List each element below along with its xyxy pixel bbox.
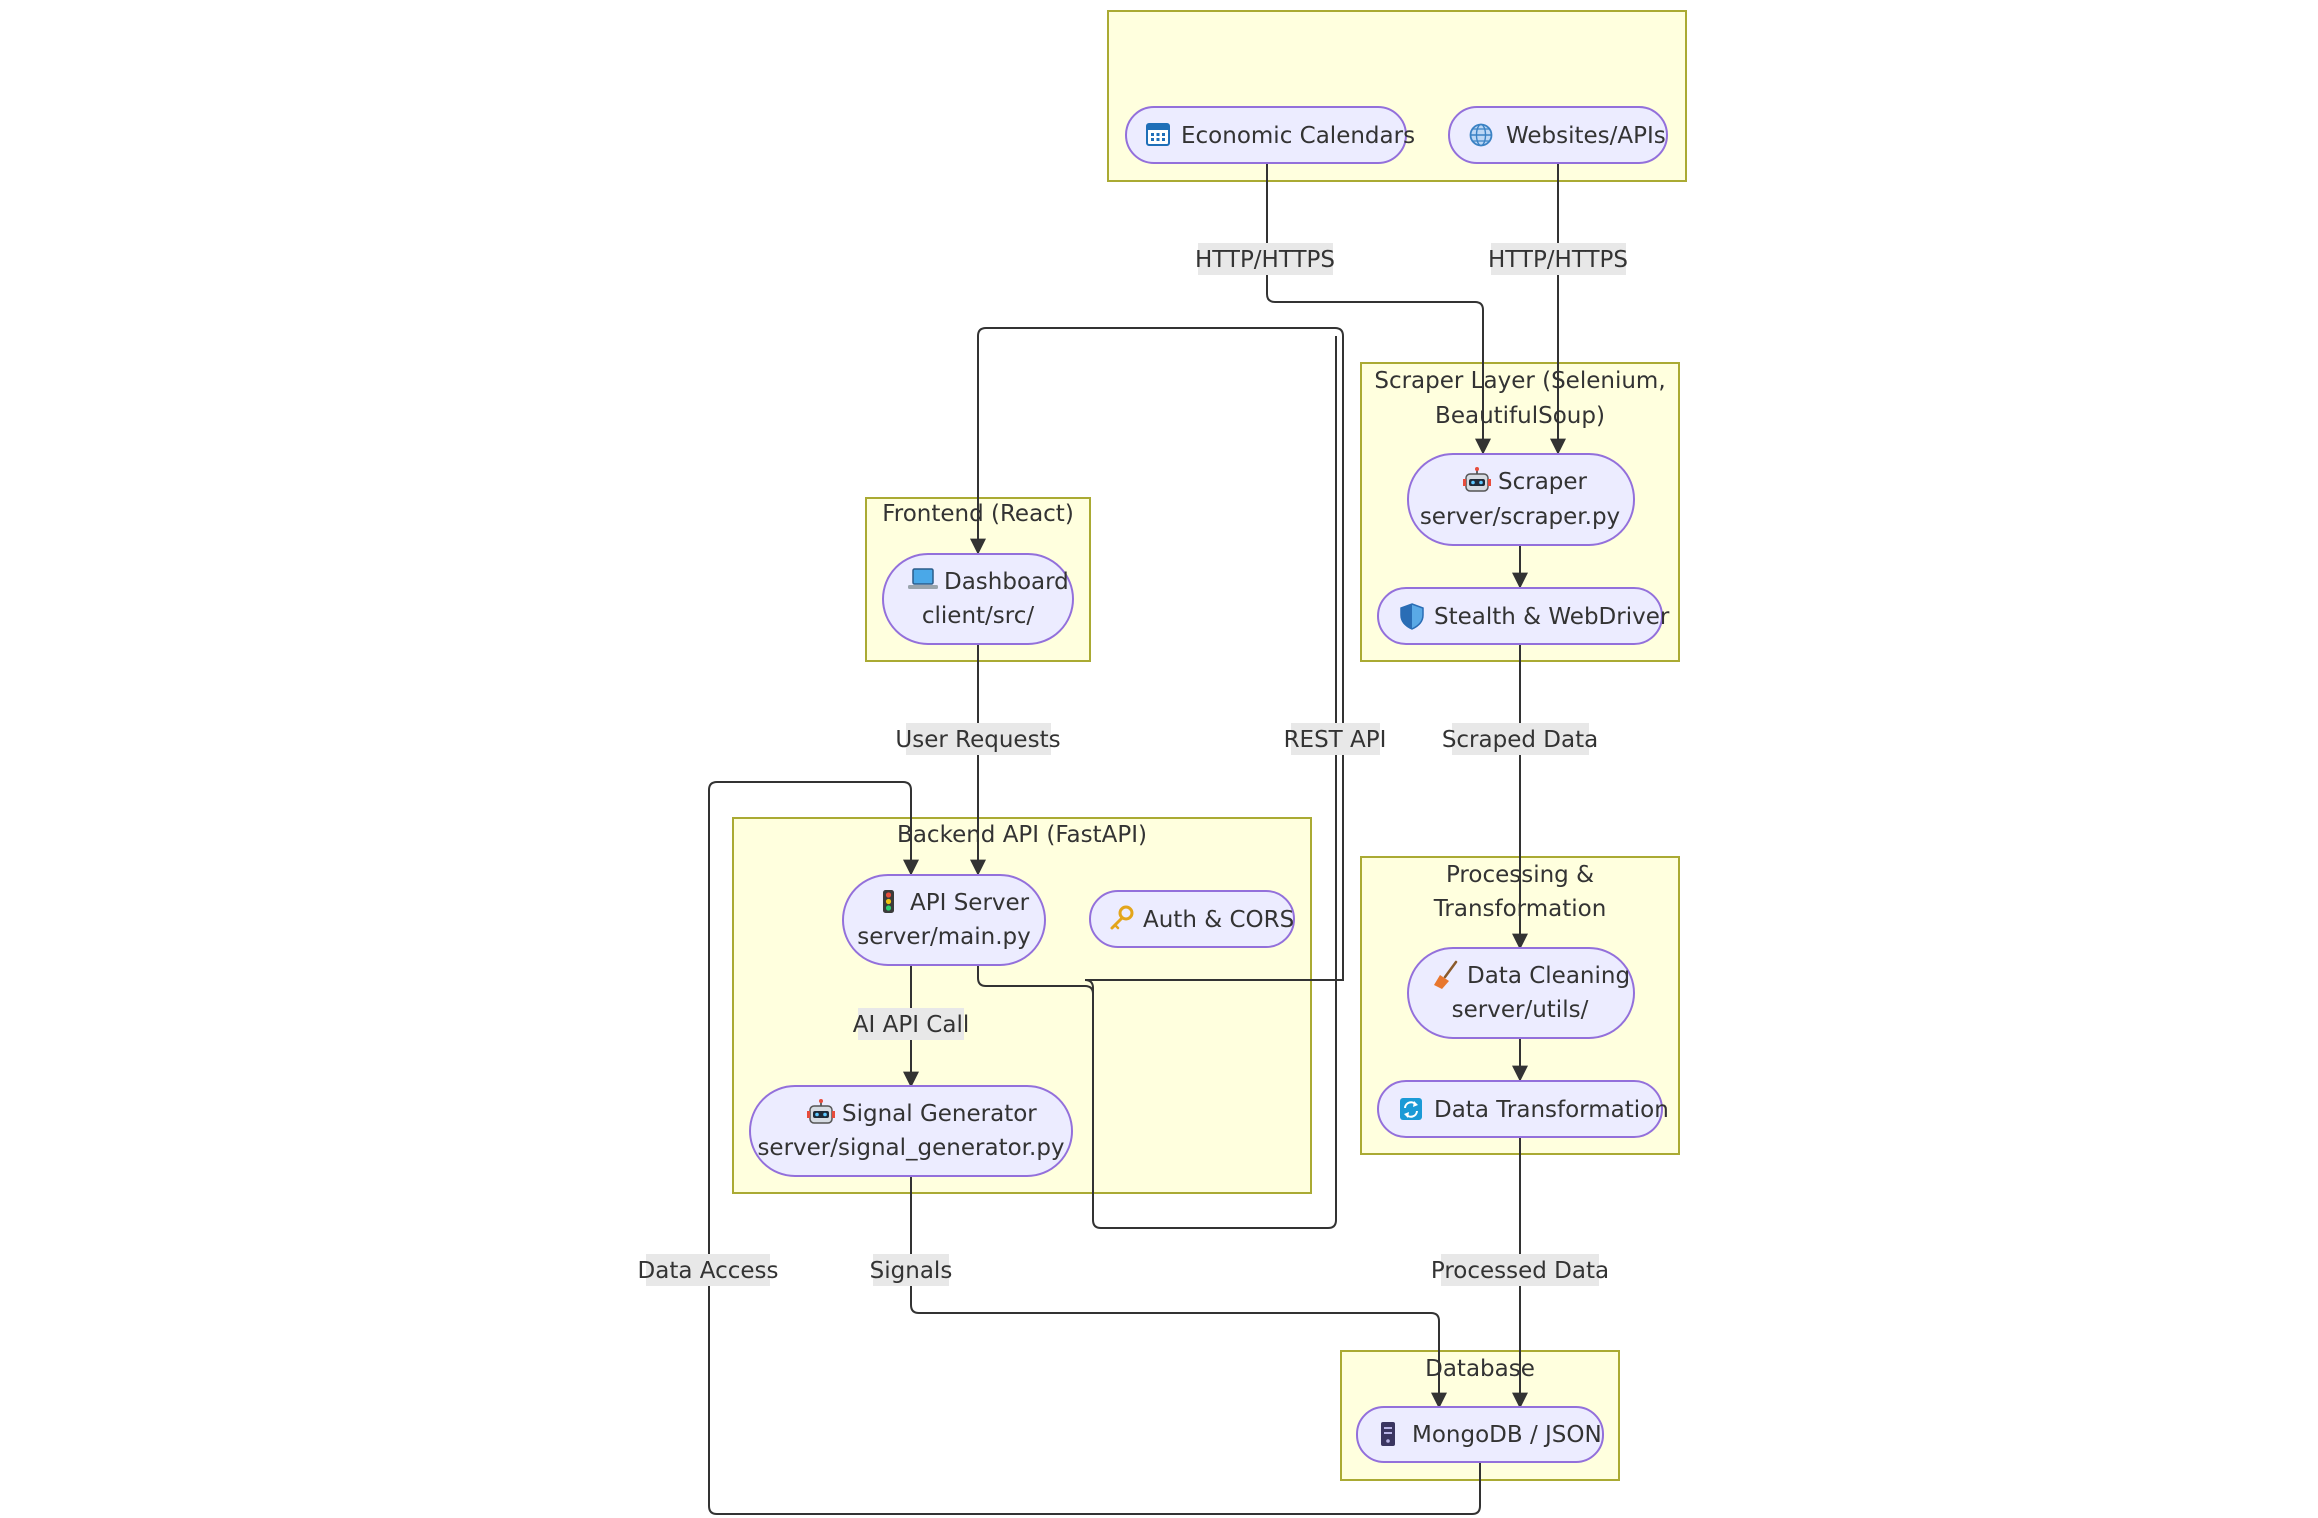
robot-icon	[807, 1099, 835, 1124]
group-scraper-title-line2: BeautifulSoup)	[1435, 403, 1605, 429]
svg-text:User Requests: User Requests	[895, 727, 1060, 753]
node-api-server-label: API Server	[910, 890, 1030, 916]
globe-icon	[1469, 123, 1493, 147]
node-stealth-webdriver-label: Stealth & WebDriver	[1434, 604, 1670, 630]
node-data-cleaning-label: Data Cleaning	[1467, 963, 1630, 989]
svg-text:Data Access: Data Access	[638, 1258, 779, 1284]
node-dashboard-path: client/src/	[922, 603, 1034, 629]
edge-label-user-requests: User Requests	[895, 723, 1061, 755]
edge-label-signals: Signals	[870, 1254, 953, 1286]
svg-text:Signals: Signals	[870, 1258, 953, 1284]
node-scraper: Scraper server/scraper.py	[1407, 453, 1635, 546]
robot-icon	[1463, 467, 1491, 492]
node-signal-generator: Signal Generator server/signal_generator…	[749, 1085, 1073, 1177]
svg-text:HTTP/HTTPS: HTTP/HTTPS	[1488, 247, 1628, 273]
key-icon	[1110, 905, 1134, 930]
svg-text:REST API: REST API	[1284, 727, 1387, 753]
node-stealth-webdriver: Stealth & WebDriver	[1377, 587, 1670, 645]
node-scraper-label: Scraper	[1498, 469, 1588, 495]
server-icon	[1381, 1422, 1395, 1446]
svg-text:AI API Call: AI API Call	[853, 1012, 969, 1038]
shield-icon	[1400, 603, 1424, 630]
node-data-cleaning-path: server/utils/	[1452, 997, 1589, 1023]
svg-text:Processed Data: Processed Data	[1431, 1258, 1609, 1284]
group-backend-title: Backend API (FastAPI)	[897, 822, 1147, 848]
svg-text:HTTP/HTTPS: HTTP/HTTPS	[1195, 247, 1335, 273]
node-dashboard: Dashboard client/src/	[882, 553, 1074, 645]
edge-signal-to-db	[910, 1176, 1447, 1409]
edge-calendars-to-scraper	[1266, 164, 1491, 455]
edge-rest-api-backbone	[977, 336, 1337, 1229]
svg-text:Scraped Data: Scraped Data	[1442, 727, 1598, 753]
node-data-cleaning: Data Cleaning server/utils/	[1407, 947, 1635, 1039]
node-data-transformation-label: Data Transformation	[1434, 1097, 1669, 1123]
laptop-icon	[908, 568, 938, 589]
traffic-light-icon	[883, 890, 894, 913]
node-api-server-path: server/main.py	[857, 924, 1031, 950]
edge-db-to-api-data-access	[708, 781, 1481, 1515]
node-api-server: API Server server/main.py	[842, 874, 1046, 966]
node-economic-calendars-label: Economic Calendars	[1181, 123, 1415, 149]
node-websites-apis-label: Websites/APIs	[1506, 123, 1666, 149]
node-mongodb-json: MongoDB / JSON	[1356, 1406, 1604, 1463]
group-scraper-title-line1: Scraper Layer (Selenium,	[1374, 368, 1665, 394]
node-signal-generator-path: server/signal_generator.py	[757, 1135, 1064, 1161]
node-auth-cors-label: Auth & CORS	[1143, 907, 1294, 933]
edge-label-data-access: Data Access	[638, 1254, 779, 1286]
node-signal-generator-label: Signal Generator	[842, 1101, 1037, 1127]
edge-label-http-1: HTTP/HTTPS	[1195, 243, 1335, 275]
edge-label-processed-data: Processed Data	[1431, 1254, 1609, 1286]
edges	[708, 164, 1566, 1515]
node-data-transformation: Data Transformation	[1377, 1080, 1669, 1138]
node-dashboard-label: Dashboard	[944, 569, 1069, 595]
node-economic-calendars: Economic Calendars	[1125, 106, 1415, 164]
edge-label-http-2: HTTP/HTTPS	[1488, 243, 1628, 275]
node-websites-apis: Websites/APIs	[1448, 106, 1668, 164]
edge-rest-api-to-dashboard	[970, 327, 1344, 1093]
broom-icon	[1434, 960, 1458, 989]
refresh-icon	[1400, 1098, 1422, 1120]
node-scraper-path: server/scraper.py	[1420, 504, 1620, 530]
edge-label-ai-api-call: AI API Call	[853, 1008, 969, 1040]
edge-label-rest-api: REST API	[1284, 723, 1387, 755]
calendar-icon	[1146, 123, 1170, 146]
edge-label-scraped-data: Scraped Data	[1442, 723, 1598, 755]
node-auth-cors: Auth & CORS	[1089, 890, 1295, 948]
group-database-title: Database	[1425, 1356, 1535, 1382]
node-mongodb-json-label: MongoDB / JSON	[1412, 1422, 1602, 1448]
